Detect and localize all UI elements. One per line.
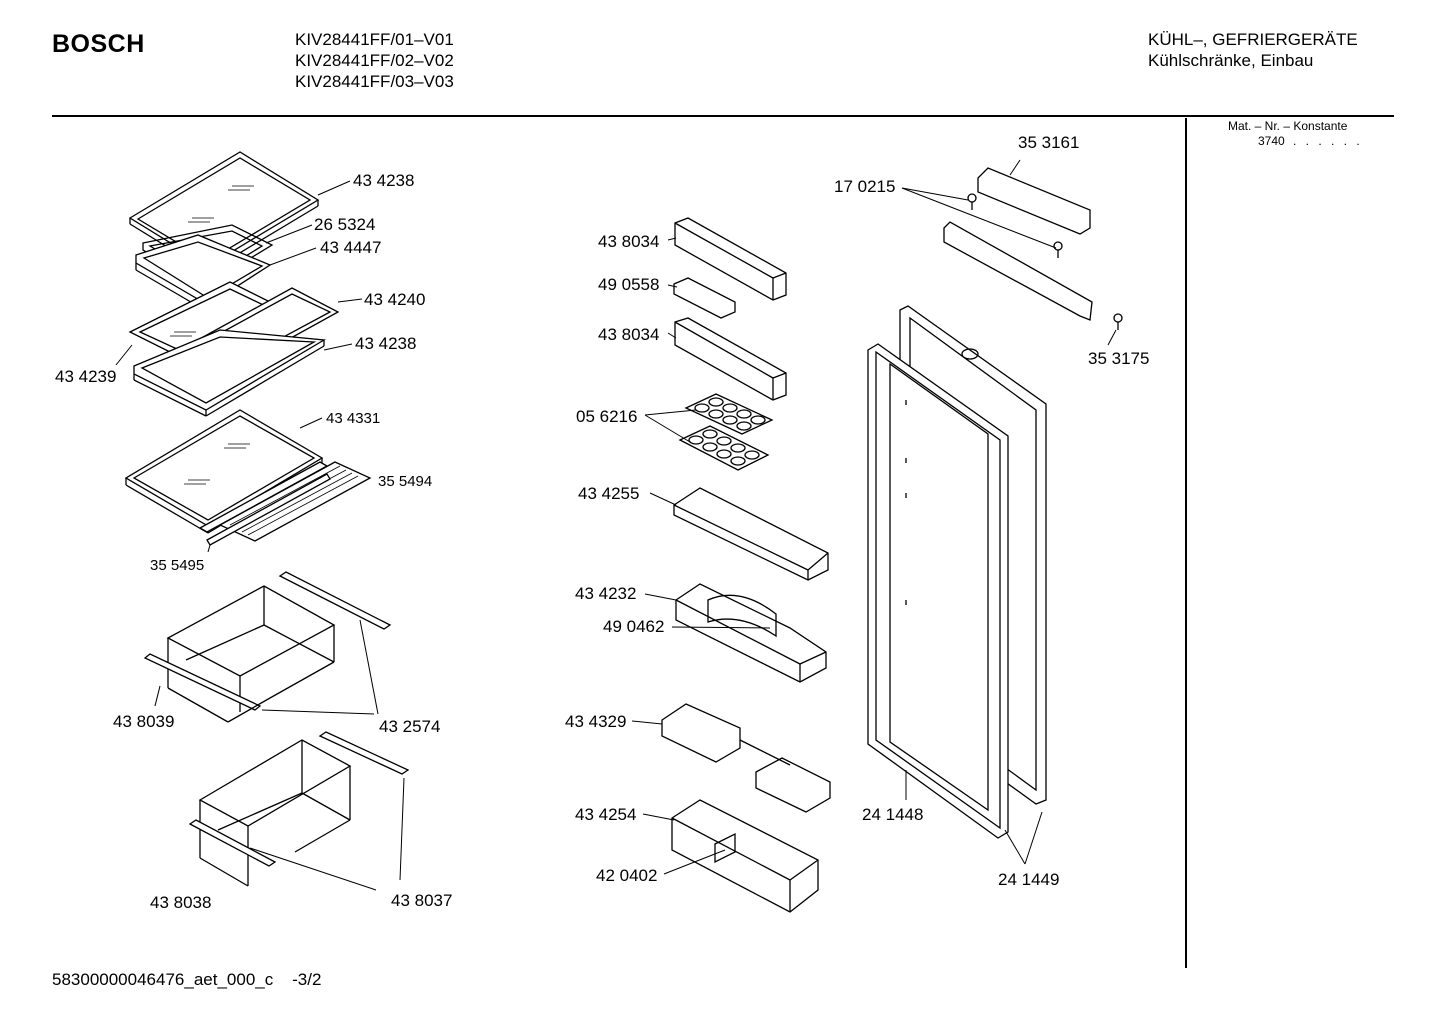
crisper-drawer-upper [143,571,392,723]
part-label-434329: 43 4329 [565,712,626,731]
part-label-056216: 05 6216 [576,407,637,426]
page-number: -3/2 [292,970,322,989]
part-label-355494: 35 5494 [378,473,432,490]
part-labels: 43 4238 26 5324 43 4447 43 4240 43 4238 … [55,133,1149,912]
brand-logo: BOSCH [52,30,145,58]
mat-number-value: 3740 [1258,134,1285,148]
part-label-434255: 43 4255 [578,484,639,503]
part-label-420402: 42 0402 [596,866,657,885]
door-shelf-bins [661,217,831,913]
crisper-drawer-lower [188,731,410,887]
part-label-434232: 43 4232 [575,584,636,603]
ventilation-grille [198,461,372,546]
part-label-241449: 24 1449 [998,870,1059,889]
part-label-353175: 35 3175 [1088,349,1149,368]
part-label-241448: 24 1448 [862,805,923,824]
part-label-434239: 43 4239 [55,367,116,386]
part-label-438039: 43 8039 [113,712,174,731]
door-assembly [867,167,1123,839]
part-label-438034: 43 8034 [598,232,659,251]
part-label-490558: 49 0558 [598,275,659,294]
header-divider [52,115,1394,117]
category-title: KÜHL–, GEFRIERGERÄTE [1148,30,1358,49]
part-label-434238: 43 4238 [353,171,414,190]
model-number-3: KIV28441FF/03–V03 [295,72,454,91]
leader-lines [115,159,1117,891]
footer-doc-id: 58300000046476_aet_000_c -3/2 [52,970,321,990]
part-label-434331: 43 4331 [326,410,380,427]
part-label-353161: 35 3161 [1018,133,1079,152]
split-glass-shelf [128,281,340,417]
part-label-434254: 43 4254 [575,805,636,824]
part-label-434447: 43 4447 [320,238,381,257]
part-label-438034-b: 43 8034 [598,325,659,344]
part-label-438038: 43 8038 [150,893,211,912]
side-divider [1185,118,1187,968]
document-id: 58300000046476_aet_000_c [52,970,274,989]
category-subtitle: Kühlschränke, Einbau [1148,51,1314,70]
part-label-490462: 49 0462 [603,617,664,636]
part-label-355495: 35 5495 [150,557,204,574]
part-label-434238-b: 43 4238 [355,334,416,353]
part-label-265324: 26 5324 [314,215,375,234]
part-label-438037: 43 8037 [391,891,452,910]
mat-number-label: Mat. – Nr. – Konstante [1228,119,1348,133]
glass-shelf-lower [124,409,324,534]
model-number-2: KIV28441FF/02–V02 [295,51,454,70]
shelf-frame [135,224,274,313]
mat-number-dots: . . . . . . [1293,134,1363,148]
part-label-434240: 43 4240 [364,290,425,309]
part-label-432574: 43 2574 [379,717,440,736]
part-label-170215: 17 0215 [834,177,895,196]
model-number-1: KIV28441FF/01–V01 [295,30,454,49]
